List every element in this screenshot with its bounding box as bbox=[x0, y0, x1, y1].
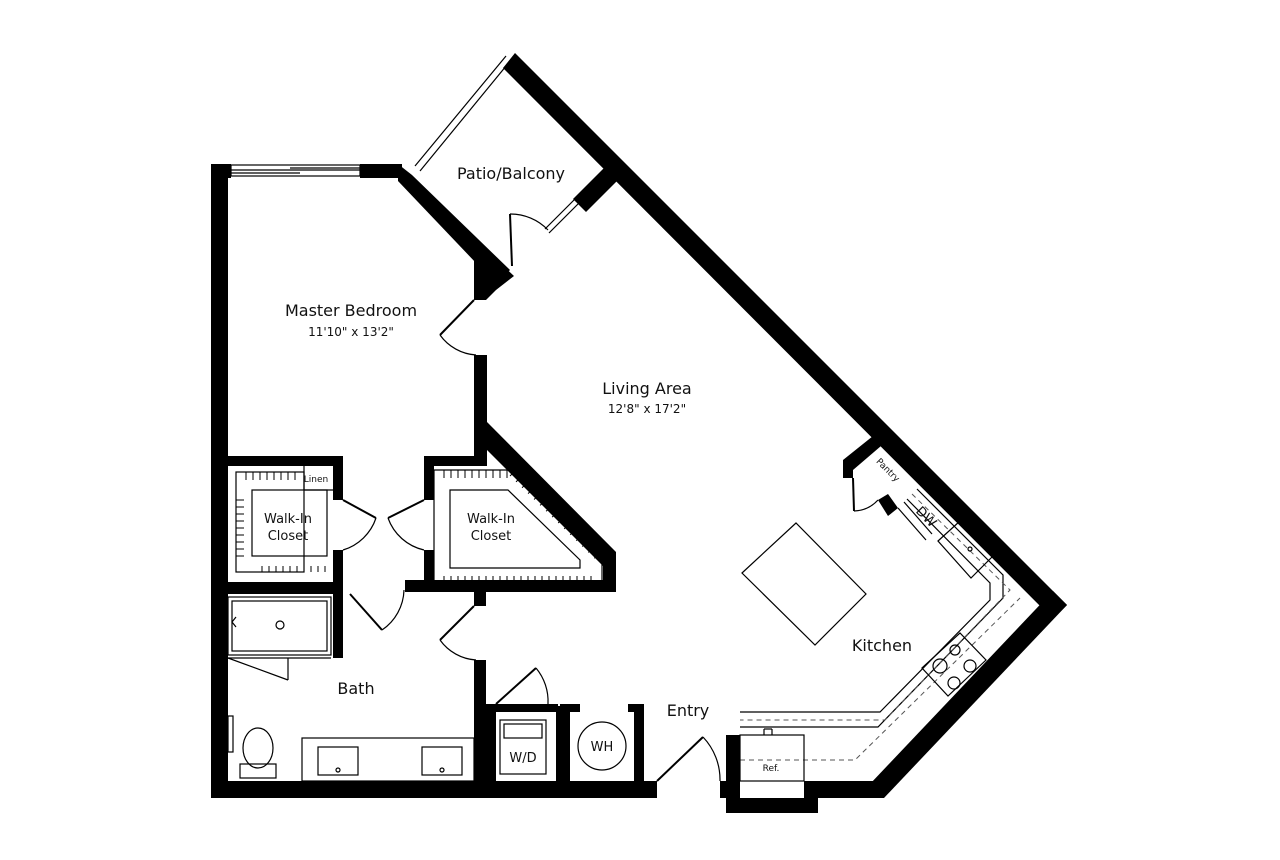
washer-dryer bbox=[499, 719, 547, 775]
shelf-tick bbox=[509, 469, 517, 477]
closet-1-shelving bbox=[235, 466, 333, 573]
bath-door[interactable] bbox=[439, 605, 477, 661]
closet-1-hatching bbox=[236, 472, 326, 572]
shelf-tick bbox=[545, 504, 553, 512]
laundry-door[interactable] bbox=[495, 667, 549, 705]
entry-door[interactable] bbox=[656, 736, 721, 782]
water-heater-label: WH bbox=[591, 740, 614, 755]
patio-glass bbox=[414, 55, 580, 234]
bedroom-door[interactable] bbox=[439, 299, 477, 356]
master-bedroom-label: Master Bedroom bbox=[285, 301, 417, 320]
shelf-tick bbox=[533, 493, 541, 500]
closet-1-door[interactable] bbox=[342, 499, 377, 551]
living-area-label: Living Area bbox=[602, 379, 691, 398]
shelf-tick bbox=[539, 499, 547, 506]
closet-2-door[interactable] bbox=[387, 499, 425, 551]
refrigerator-label: Ref. bbox=[763, 764, 780, 774]
interior-walls bbox=[211, 355, 898, 790]
kitchen-counter bbox=[740, 488, 1021, 761]
bedroom-window bbox=[230, 164, 361, 177]
shelf-tick bbox=[563, 522, 571, 530]
linen-label: Linen bbox=[304, 475, 328, 485]
vanity bbox=[301, 737, 475, 782]
shelf-tick bbox=[521, 481, 529, 489]
shelf-tick bbox=[593, 551, 601, 559]
bath-label: Bath bbox=[337, 679, 374, 698]
refrigerator bbox=[739, 728, 805, 782]
shelf-tick bbox=[587, 546, 595, 553]
shelf-tick bbox=[575, 534, 583, 542]
closet-2-shelving bbox=[433, 469, 603, 585]
shelf-tick bbox=[581, 540, 589, 547]
closet-2-hatching bbox=[443, 469, 601, 584]
shelf-tick bbox=[515, 475, 523, 483]
shower bbox=[227, 596, 332, 681]
patio-label: Patio/Balcony bbox=[457, 164, 565, 183]
entry-label: Entry bbox=[667, 701, 710, 720]
shelf-tick bbox=[569, 528, 577, 536]
walk-in-closet-2-line2: Closet bbox=[471, 529, 512, 544]
shelf-tick bbox=[557, 516, 565, 524]
walk-in-closet-2-line1: Walk-In bbox=[467, 512, 515, 527]
range bbox=[921, 632, 987, 697]
kitchen-label: Kitchen bbox=[852, 636, 912, 655]
living-area-dimensions: 12'8" x 17'2" bbox=[608, 402, 686, 416]
patio-door[interactable] bbox=[509, 213, 549, 267]
sink bbox=[937, 520, 994, 579]
washer-dryer-label: W/D bbox=[509, 751, 536, 766]
shelf-tick bbox=[527, 487, 535, 494]
kitchen-island bbox=[741, 522, 867, 646]
toilet bbox=[227, 715, 277, 779]
bath-hall-door[interactable] bbox=[349, 589, 405, 631]
water-heater bbox=[577, 721, 627, 771]
walk-in-closet-1-line1: Walk-In bbox=[264, 512, 312, 527]
shelf-tick bbox=[551, 510, 559, 518]
master-bedroom-dimensions: 11'10" x 13'2" bbox=[308, 325, 394, 339]
exterior-walls bbox=[211, 53, 1067, 813]
walk-in-closet-1-line2: Closet bbox=[268, 529, 309, 544]
pantry-door[interactable] bbox=[852, 477, 879, 512]
